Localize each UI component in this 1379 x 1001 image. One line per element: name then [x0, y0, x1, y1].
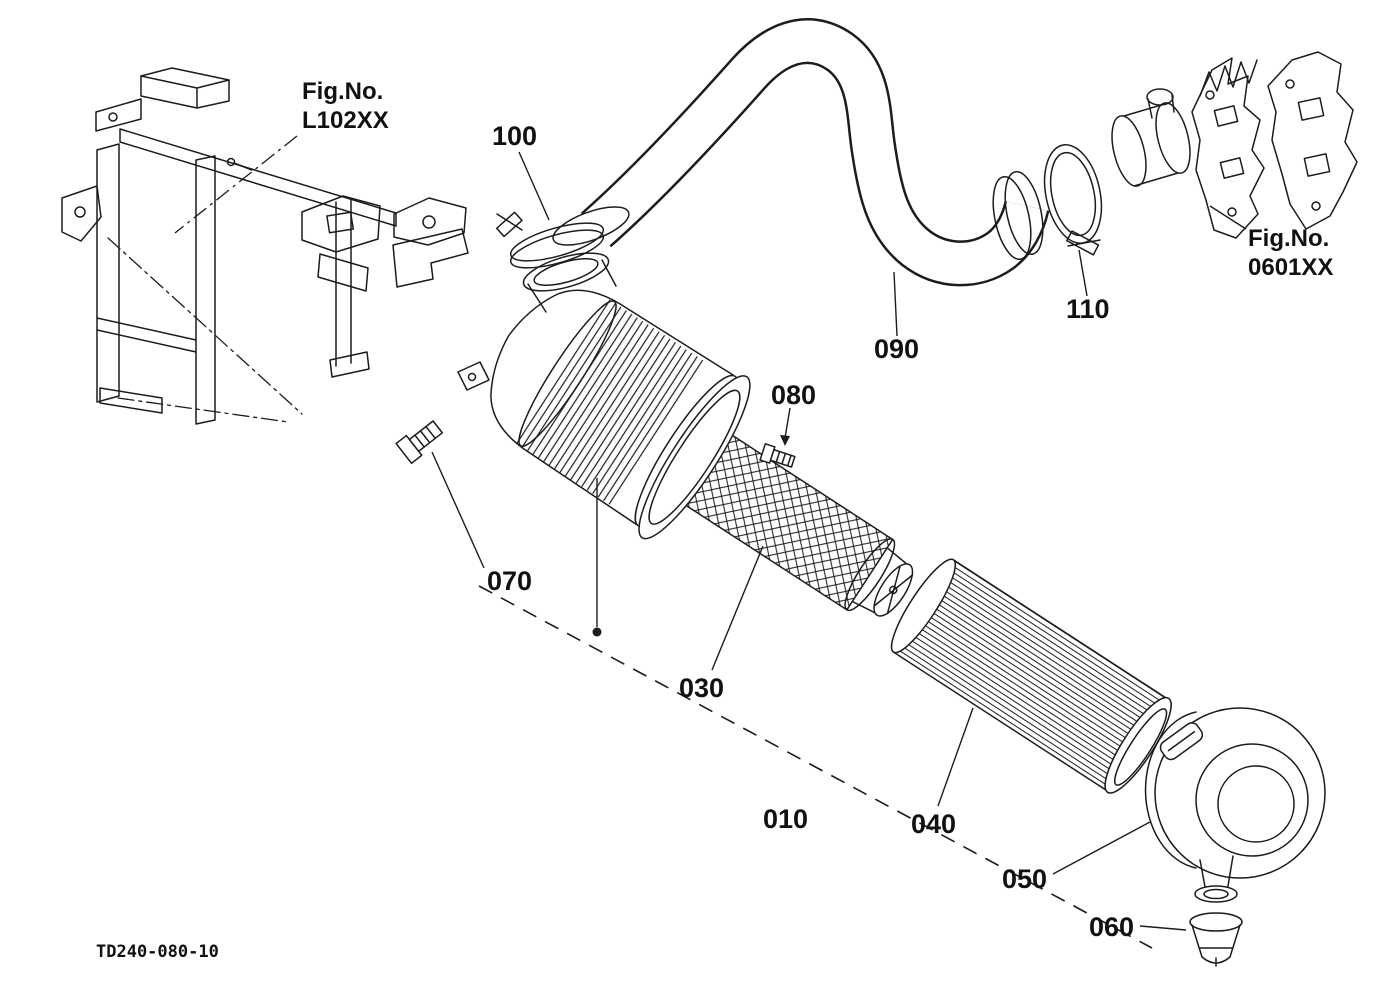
filter-element-040-art [890, 558, 1172, 794]
fig-ref-l102xx-leader [174, 135, 298, 234]
dust-cup-050-art [1144, 707, 1326, 903]
callout-040[interactable]: 040 [911, 809, 956, 839]
intake-hose-090-art [552, 18, 1050, 287]
bolt-070-art [395, 420, 444, 465]
callout-010[interactable]: 010 [763, 804, 808, 834]
drawing-code: TD240-080-10 [96, 942, 219, 962]
clamp-110-art [1043, 144, 1103, 256]
fig-ref-0601xx-code[interactable]: 0601XX [1248, 254, 1333, 281]
bolt-080-art [759, 443, 796, 468]
intake-pipe-art [1111, 88, 1191, 187]
arrowhead-080-icon [780, 435, 790, 446]
manifold-gasket-art [1191, 51, 1358, 239]
chassis-frame-art [61, 67, 490, 425]
callout-070[interactable]: 070 [487, 566, 532, 596]
fig-ref-l102xx-code[interactable]: L102XX [302, 107, 389, 134]
evacuator-valve-060-art [1189, 912, 1243, 967]
fig-ref-l102xx-label[interactable]: Fig.No. [302, 78, 383, 105]
callout-080[interactable]: 080 [771, 380, 816, 410]
callout-100[interactable]: 100 [492, 121, 537, 151]
callout-050[interactable]: 050 [1002, 864, 1047, 894]
air-cleaner-body-art [490, 289, 751, 540]
callout-060[interactable]: 060 [1089, 912, 1134, 942]
assembly-leader-010 [478, 585, 1153, 949]
leader-lines [431, 151, 1247, 931]
assembly-dot [592, 627, 602, 637]
callout-090[interactable]: 090 [874, 334, 919, 364]
callout-110[interactable]: 110 [1066, 294, 1110, 324]
clamp-100-art [495, 211, 605, 269]
fig-ref-0601xx-label[interactable]: Fig.No. [1248, 225, 1329, 252]
callout-030[interactable]: 030 [679, 673, 724, 703]
filter-element-030-art [681, 431, 914, 617]
